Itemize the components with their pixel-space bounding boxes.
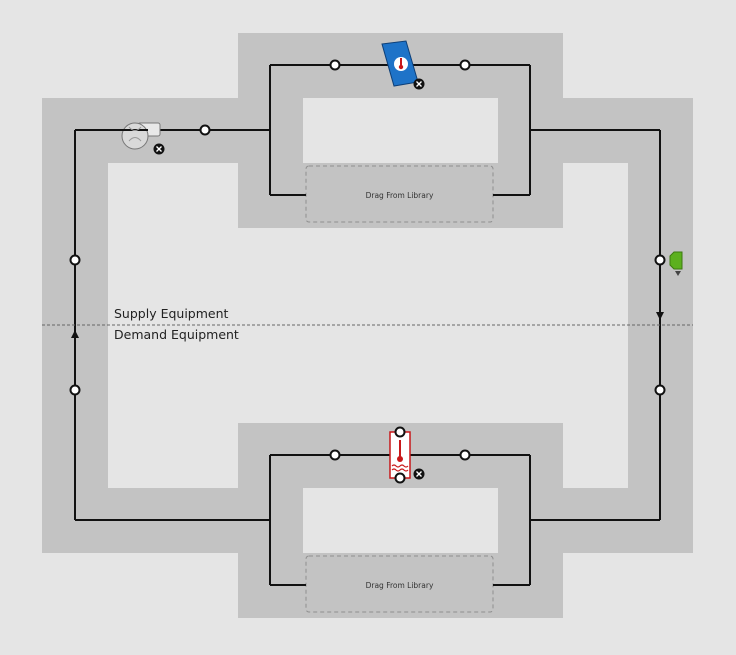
node[interactable] bbox=[654, 384, 666, 396]
flow-arrow-down-icon bbox=[656, 312, 664, 320]
supply-equipment-label: Supply Equipment bbox=[114, 306, 229, 321]
pump-icon[interactable] bbox=[121, 122, 161, 150]
demand-equipment-label: Demand Equipment bbox=[114, 327, 239, 342]
supply-drop-zone[interactable]: Drag From Library bbox=[305, 165, 494, 223]
branch-inner bbox=[303, 98, 498, 553]
supply-drop-zone-label: Drag From Library bbox=[366, 191, 434, 200]
node[interactable] bbox=[459, 449, 471, 461]
setpoint-manager-icon[interactable] bbox=[669, 251, 683, 276]
node[interactable] bbox=[199, 124, 211, 136]
node[interactable] bbox=[69, 384, 81, 396]
node[interactable] bbox=[459, 59, 471, 71]
node[interactable] bbox=[329, 59, 341, 71]
demand-drop-zone[interactable]: Drag From Library bbox=[305, 555, 494, 613]
remove-pump-icon[interactable] bbox=[153, 143, 165, 155]
node[interactable] bbox=[329, 449, 341, 461]
nodes bbox=[69, 59, 666, 461]
boiler-icon[interactable] bbox=[381, 40, 419, 87]
node[interactable] bbox=[69, 254, 81, 266]
node[interactable] bbox=[654, 254, 666, 266]
remove-boiler-icon[interactable] bbox=[413, 78, 425, 90]
flow-arrow-up-icon bbox=[71, 330, 79, 338]
coil-icon[interactable] bbox=[389, 426, 411, 484]
demand-drop-zone-label: Drag From Library bbox=[366, 581, 434, 590]
remove-coil-icon[interactable] bbox=[413, 468, 425, 480]
